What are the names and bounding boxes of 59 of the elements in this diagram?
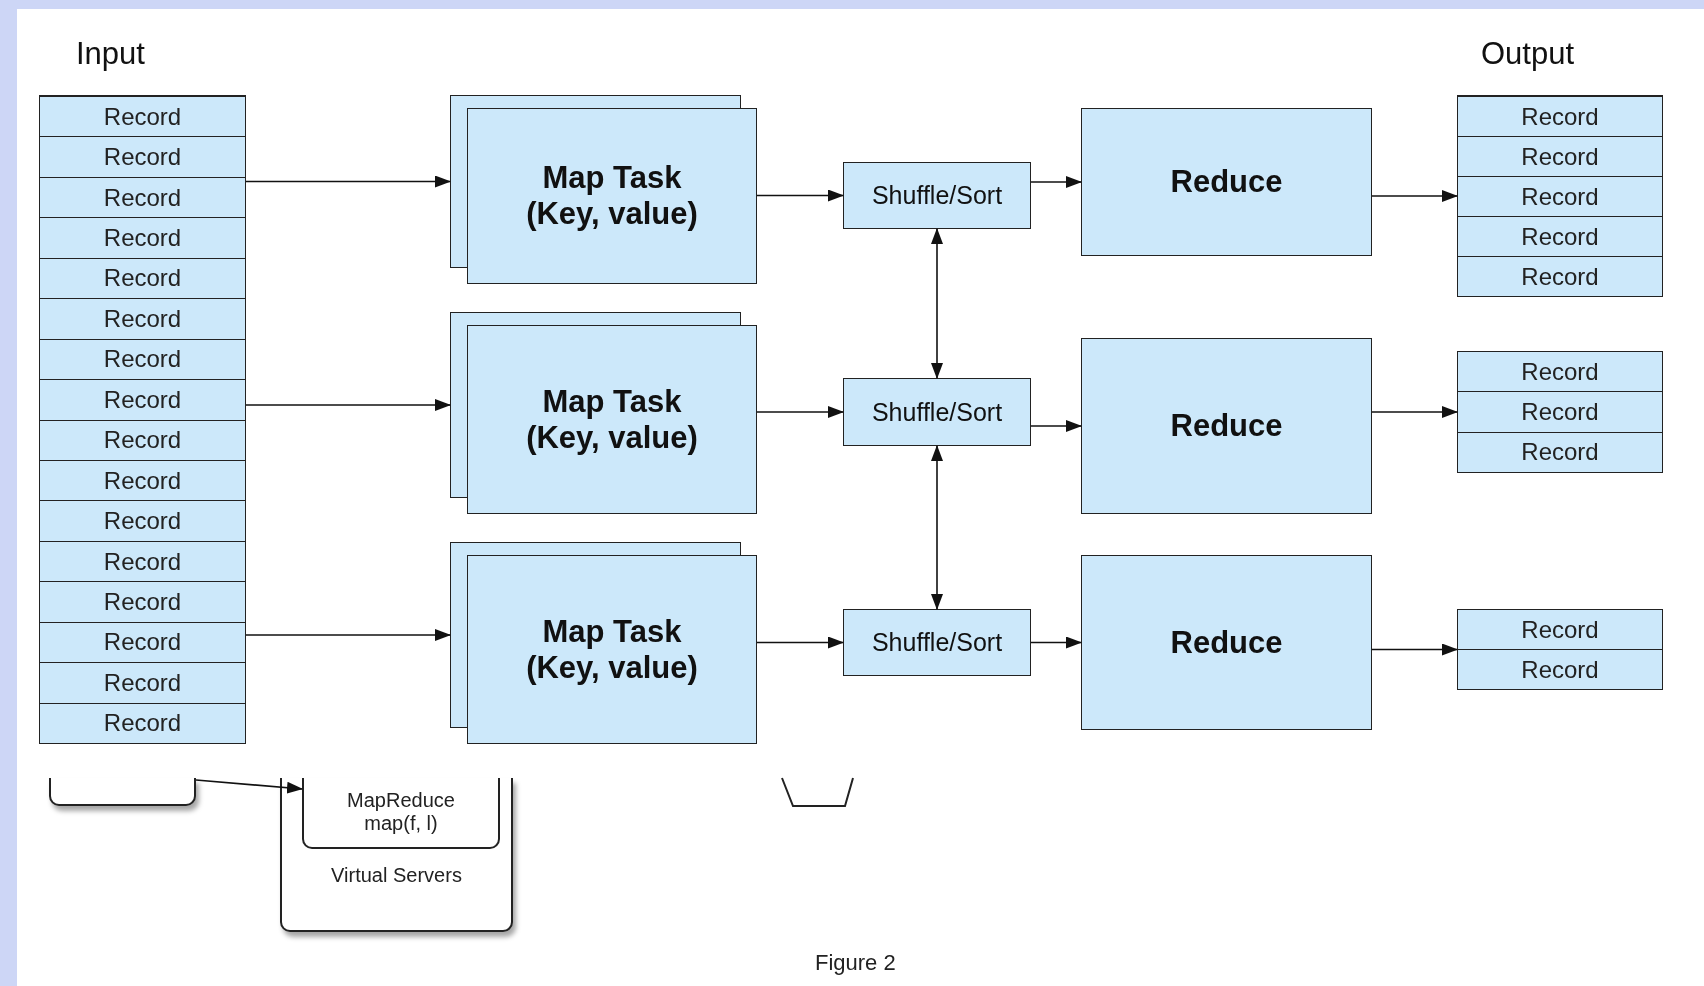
record-row: Record bbox=[1458, 352, 1662, 392]
arrow bbox=[1030, 420, 1082, 432]
record-row: Record bbox=[40, 662, 245, 703]
map-task-box: Map Task (Key, value) bbox=[467, 325, 757, 514]
server-label: Virtual Servers bbox=[330, 864, 463, 887]
record-row: Record bbox=[40, 540, 245, 582]
column-heading: Output bbox=[1481, 36, 1576, 72]
record-row: Record bbox=[1458, 216, 1662, 256]
record-row: Record bbox=[40, 702, 245, 743]
program-box: MapReduce map(f, l) bbox=[302, 778, 500, 849]
arrow bbox=[245, 175, 451, 188]
record-row: Record bbox=[1458, 431, 1662, 472]
record-stack bbox=[1457, 609, 1663, 690]
record-row: Record bbox=[40, 419, 245, 460]
column-heading: Input bbox=[76, 36, 146, 72]
cropped-box bbox=[49, 778, 196, 806]
arrow bbox=[1030, 636, 1082, 649]
record-row: Record bbox=[1458, 649, 1662, 689]
map-task-box: Map Task (Key, value) bbox=[467, 108, 757, 284]
record-row: Record bbox=[1458, 96, 1662, 136]
server-box bbox=[280, 778, 513, 932]
arrow bbox=[756, 189, 844, 202]
record-row: Record bbox=[40, 500, 245, 541]
arrow bbox=[245, 399, 451, 411]
record-row: Record bbox=[1458, 610, 1662, 649]
shuffle-sort-box: Shuffle/Sort bbox=[843, 162, 1031, 229]
arrow bbox=[1371, 643, 1458, 656]
figure-caption: Figure 2 bbox=[815, 950, 896, 976]
reduce-box: Reduce bbox=[1081, 555, 1372, 730]
reduce-box: Reduce bbox=[1081, 108, 1372, 256]
reduce-box: Reduce bbox=[1081, 338, 1372, 514]
arrow bbox=[756, 406, 844, 418]
record-row: Record bbox=[40, 581, 245, 622]
record-row: Record bbox=[40, 459, 245, 501]
arrow bbox=[756, 636, 844, 649]
shuffle-sort-box: Shuffle/Sort bbox=[843, 378, 1031, 446]
arrow bbox=[1371, 190, 1458, 202]
record-row: Record bbox=[1458, 391, 1662, 432]
record-row: Record bbox=[1458, 176, 1662, 216]
record-row: Record bbox=[40, 176, 245, 218]
record-row: Record bbox=[1458, 256, 1662, 296]
record-row: Record bbox=[40, 338, 245, 380]
arrow bbox=[195, 779, 303, 794]
shuffle-sort-box: Shuffle/Sort bbox=[843, 609, 1031, 676]
record-stack bbox=[1457, 351, 1663, 473]
arrow bbox=[1030, 176, 1082, 188]
record-row: Record bbox=[40, 136, 245, 177]
arrow bbox=[931, 228, 943, 379]
record-row: Record bbox=[40, 298, 245, 339]
record-row: Record bbox=[40, 621, 245, 663]
record-row: Record bbox=[40, 379, 245, 420]
arrow bbox=[931, 445, 943, 610]
arrow bbox=[245, 629, 451, 641]
record-row: Record bbox=[40, 217, 245, 258]
map-task-box: Map Task (Key, value) bbox=[467, 555, 757, 744]
record-row: Record bbox=[1458, 136, 1662, 176]
record-row: Record bbox=[40, 257, 245, 299]
arrow bbox=[1371, 406, 1458, 418]
record-row: Record bbox=[40, 96, 245, 137]
